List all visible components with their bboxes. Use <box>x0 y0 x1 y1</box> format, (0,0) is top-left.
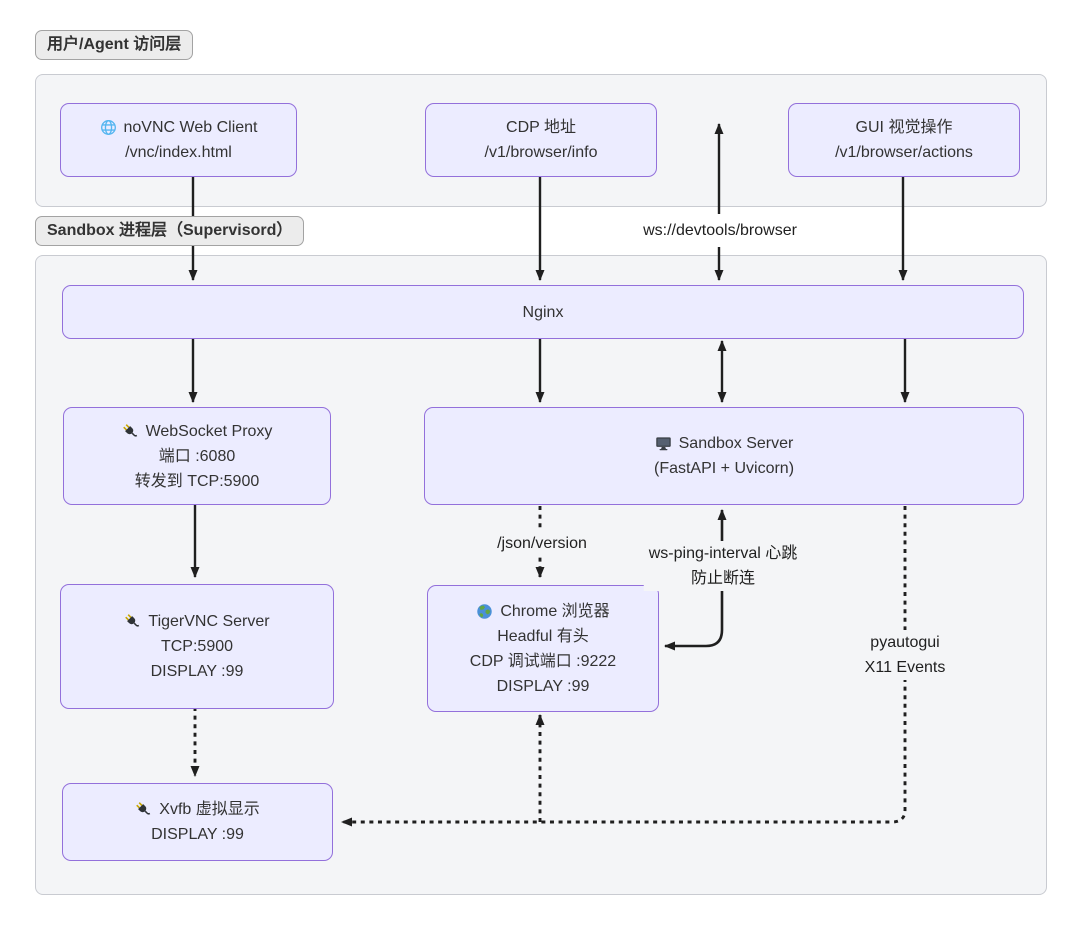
earth-globe-icon <box>476 603 493 620</box>
globe-icon <box>100 119 117 136</box>
node-novnc-web-client: noVNC Web Client /vnc/index.html <box>60 103 297 177</box>
edge-label-pyautogui: pyautogui X11 Events <box>859 630 951 680</box>
plug-icon <box>124 613 141 630</box>
node-title: CDP 地址 <box>506 119 576 136</box>
plug-icon <box>122 423 139 440</box>
node-xvfb-display: Xvfb 虚拟显示 DISPLAY :99 <box>62 783 333 861</box>
node-line: DISPLAY :99 <box>496 677 590 695</box>
edge-sandbox-to-xvfb-pyautogui <box>341 506 907 827</box>
node-line: DISPLAY :99 <box>150 663 244 680</box>
node-line: Headful 有头 <box>497 627 589 645</box>
plug-icon <box>135 801 152 818</box>
node-line: 端口 :6080 <box>158 447 236 465</box>
node-sandbox-server: Sandbox Server (FastAPI + Uvicorn) <box>424 407 1024 505</box>
node-nginx: Nginx <box>62 285 1024 339</box>
node-title: Nginx <box>522 303 564 321</box>
node-line: DISPLAY :99 <box>151 826 244 843</box>
edge-label-ws-ping: ws-ping-interval 心跳 防止断连 <box>643 541 803 591</box>
node-title: Xvfb 虚拟显示 <box>159 801 260 818</box>
edge-label-ws-devtools: ws://devtools/browser <box>638 218 802 243</box>
node-title: Sandbox Server <box>678 435 794 452</box>
node-gui-actions: GUI 视觉操作 /v1/browser/actions <box>788 103 1020 177</box>
node-line: /v1/browser/info <box>484 144 598 161</box>
node-line: TCP:5900 <box>160 638 234 655</box>
node-cdp-address: CDP 地址 /v1/browser/info <box>425 103 657 177</box>
node-title: WebSocket Proxy <box>145 422 273 440</box>
edge-label-json-version: /json/version <box>492 531 592 556</box>
node-line: CDP 调试端口 :9222 <box>469 652 617 670</box>
node-title: noVNC Web Client <box>123 119 258 136</box>
node-chrome-browser: Chrome 浏览器 Headful 有头 CDP 调试端口 :9222 DIS… <box>427 585 659 712</box>
layer-label-user-agent: 用户/Agent 访问层 <box>35 30 194 60</box>
node-websocket-proxy: WebSocket Proxy 端口 :6080 转发到 TCP:5900 <box>63 407 331 505</box>
node-title: TigerVNC Server <box>148 613 270 630</box>
node-line: /v1/browser/actions <box>835 144 973 161</box>
layer-label-sandbox: Sandbox 进程层（Supervisord） <box>35 216 305 246</box>
edge-chrome-sandbox-ws-ping <box>664 509 727 651</box>
desktop-icon <box>655 435 672 452</box>
node-line: 转发到 TCP:5900 <box>134 472 260 490</box>
node-line: (FastAPI + Uvicorn) <box>653 460 795 477</box>
node-tigervnc-server: TigerVNC Server TCP:5900 DISPLAY :99 <box>60 584 334 709</box>
node-line: /vnc/index.html <box>125 144 232 161</box>
node-title: Chrome 浏览器 <box>500 602 610 620</box>
node-title: GUI 视觉操作 <box>855 119 953 136</box>
